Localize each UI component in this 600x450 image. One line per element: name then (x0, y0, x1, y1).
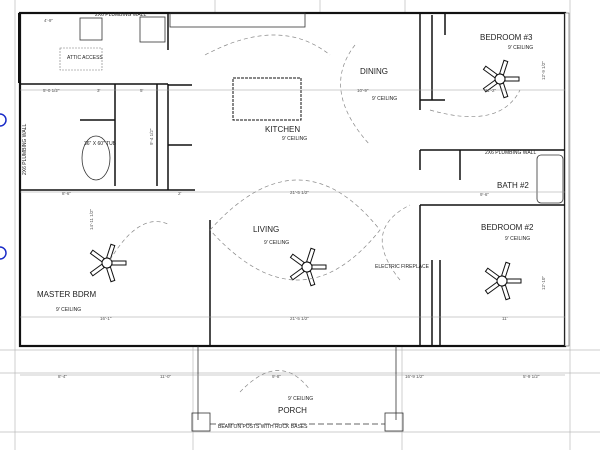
note-attic-access: ATTIC ACCESS (67, 55, 103, 61)
dimension-label: 4'-9" (44, 18, 53, 23)
section-marker-icon (0, 246, 7, 260)
room-label-porch: PORCH (278, 406, 307, 415)
room-label-master: MASTER BDRM (37, 290, 96, 299)
dimension-label: 16'-9 1/2" (405, 374, 424, 379)
exterior-wall-hatch (564, 12, 570, 347)
dimension-label: 11'-2" (485, 88, 497, 93)
bathtub (81, 135, 111, 181)
note-beam: BEAM ON POSTS WITH ROCK BASES (218, 424, 308, 430)
appliance (139, 16, 166, 43)
dimension-label: 10'-9" (357, 88, 369, 93)
dimension-label: 8'-6" (62, 191, 71, 196)
dimension-label: 11' (502, 316, 508, 321)
dimension-label: 9'-8" (272, 374, 281, 379)
dimension-label: 2' (178, 191, 182, 196)
ceiling-fan-icon (89, 243, 127, 283)
dimension-label: 8'-4" (58, 374, 67, 379)
note-electric-fireplace: ELECTRIC FIREPLACE (375, 264, 430, 270)
ceiling-porch: 9' CEILING (288, 396, 313, 402)
room-label-kitchen: KITCHEN (265, 125, 300, 134)
dimension-label: 5' (140, 88, 144, 93)
ceiling-living: 9' CEILING (264, 240, 289, 246)
ceiling-dining: 9' CEILING (372, 96, 397, 102)
room-label-bath2: BATH #2 (497, 181, 529, 190)
dimension-lines (20, 89, 565, 376)
dimension-label: 12'-10" (541, 276, 546, 290)
attic-access-hatch (59, 47, 103, 71)
ceiling-fan-icon (482, 59, 520, 99)
room-label-dining: DINING (360, 67, 388, 76)
wiring-arcs (109, 34, 521, 393)
ceiling-fans (89, 59, 522, 301)
kitchen-island (232, 77, 302, 121)
dimension-label: 21'-5 1/2" (290, 190, 309, 195)
ceiling-bedroom2: 9' CEILING (505, 236, 530, 242)
section-marker-icon (0, 113, 7, 127)
room-label-bedroom2: BEDROOM #2 (481, 223, 534, 232)
ceiling-fan-icon (289, 247, 327, 287)
dimension-label: 12'-9 1/2" (541, 61, 546, 80)
plumbing-wall (18, 13, 21, 83)
dimension-label: 3' (97, 88, 101, 93)
dimension-label: 9'-6" (480, 192, 489, 197)
note-tub: 36" X 60" TUB (84, 141, 117, 147)
ceiling-fan-icon (484, 261, 522, 301)
exterior-walls (18, 11, 567, 348)
dimension-label: 21'-5 1/2" (290, 316, 309, 321)
dimension-label: 9'-4 1/2" (149, 128, 154, 145)
sink (79, 17, 103, 41)
porch-outline (191, 346, 404, 432)
ceiling-master: 9' CEILING (56, 307, 81, 313)
dimension-label: 5'-0 1/2" (43, 88, 60, 93)
room-label-bedroom3: BEDROOM #3 (480, 33, 533, 42)
dimension-label: 5'-9 1/2" (523, 374, 540, 379)
porch-post (384, 412, 404, 432)
dimension-label: 14'-11 1/2" (89, 208, 94, 230)
note-plumbing-wall-side: 2X6 PLUMBING WALL (22, 124, 28, 175)
room-label-living: LIVING (253, 225, 279, 234)
bathtub-bath2 (536, 154, 564, 204)
dimension-label: 11'-0" (160, 374, 172, 379)
porch-post (191, 412, 211, 432)
ceiling-kitchen: 9' CEILING (282, 136, 307, 142)
ceiling-bedroom3: 9' CEILING (508, 45, 533, 51)
dimension-label: 16'-1" (100, 316, 112, 321)
kitchen-counter (169, 12, 306, 28)
note-plumbing-wall-bath: 2X6 PLUMBING WALL (485, 150, 536, 156)
interior-walls (20, 13, 565, 346)
note-plumbing-wall: 2X6 PLUMBING WALL (95, 12, 146, 18)
